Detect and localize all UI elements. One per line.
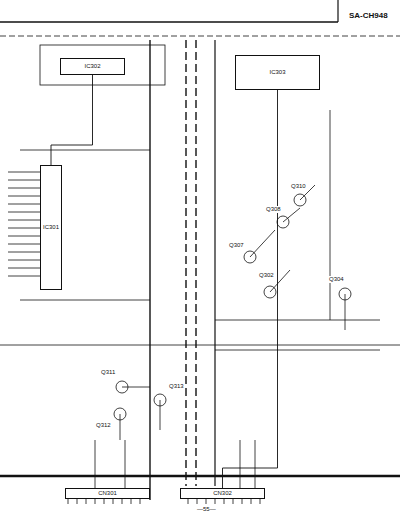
transistor-label: Q304 [328, 276, 345, 283]
transistor-label: Q308 [265, 206, 282, 213]
transistor-label: Q311 [100, 369, 116, 376]
transistor-label: Q313 [168, 383, 185, 390]
part-name: IC302 [82, 62, 102, 71]
part-name: CN302 [211, 489, 234, 498]
transistor-label: Q302 [258, 272, 275, 279]
wire-connector [51, 75, 92, 165]
connector-block: CN302 [180, 488, 265, 499]
part-name: IC303 [267, 68, 287, 77]
ic-box: IC302 [60, 58, 125, 75]
part-name: CN301 [96, 489, 119, 498]
connector-block: CN301 [65, 488, 150, 499]
transistor-label: Q312 [95, 422, 112, 429]
part-name: IC301 [41, 223, 61, 232]
page-number: —55— [196, 506, 217, 513]
ic-box: IC301 [40, 165, 62, 290]
transistor-label: Q307 [228, 242, 245, 249]
model-number: SA-CH948 [348, 12, 389, 21]
ic-box: IC303 [235, 55, 320, 90]
transistor-label: Q310 [290, 183, 307, 190]
wire-connector [223, 90, 278, 488]
